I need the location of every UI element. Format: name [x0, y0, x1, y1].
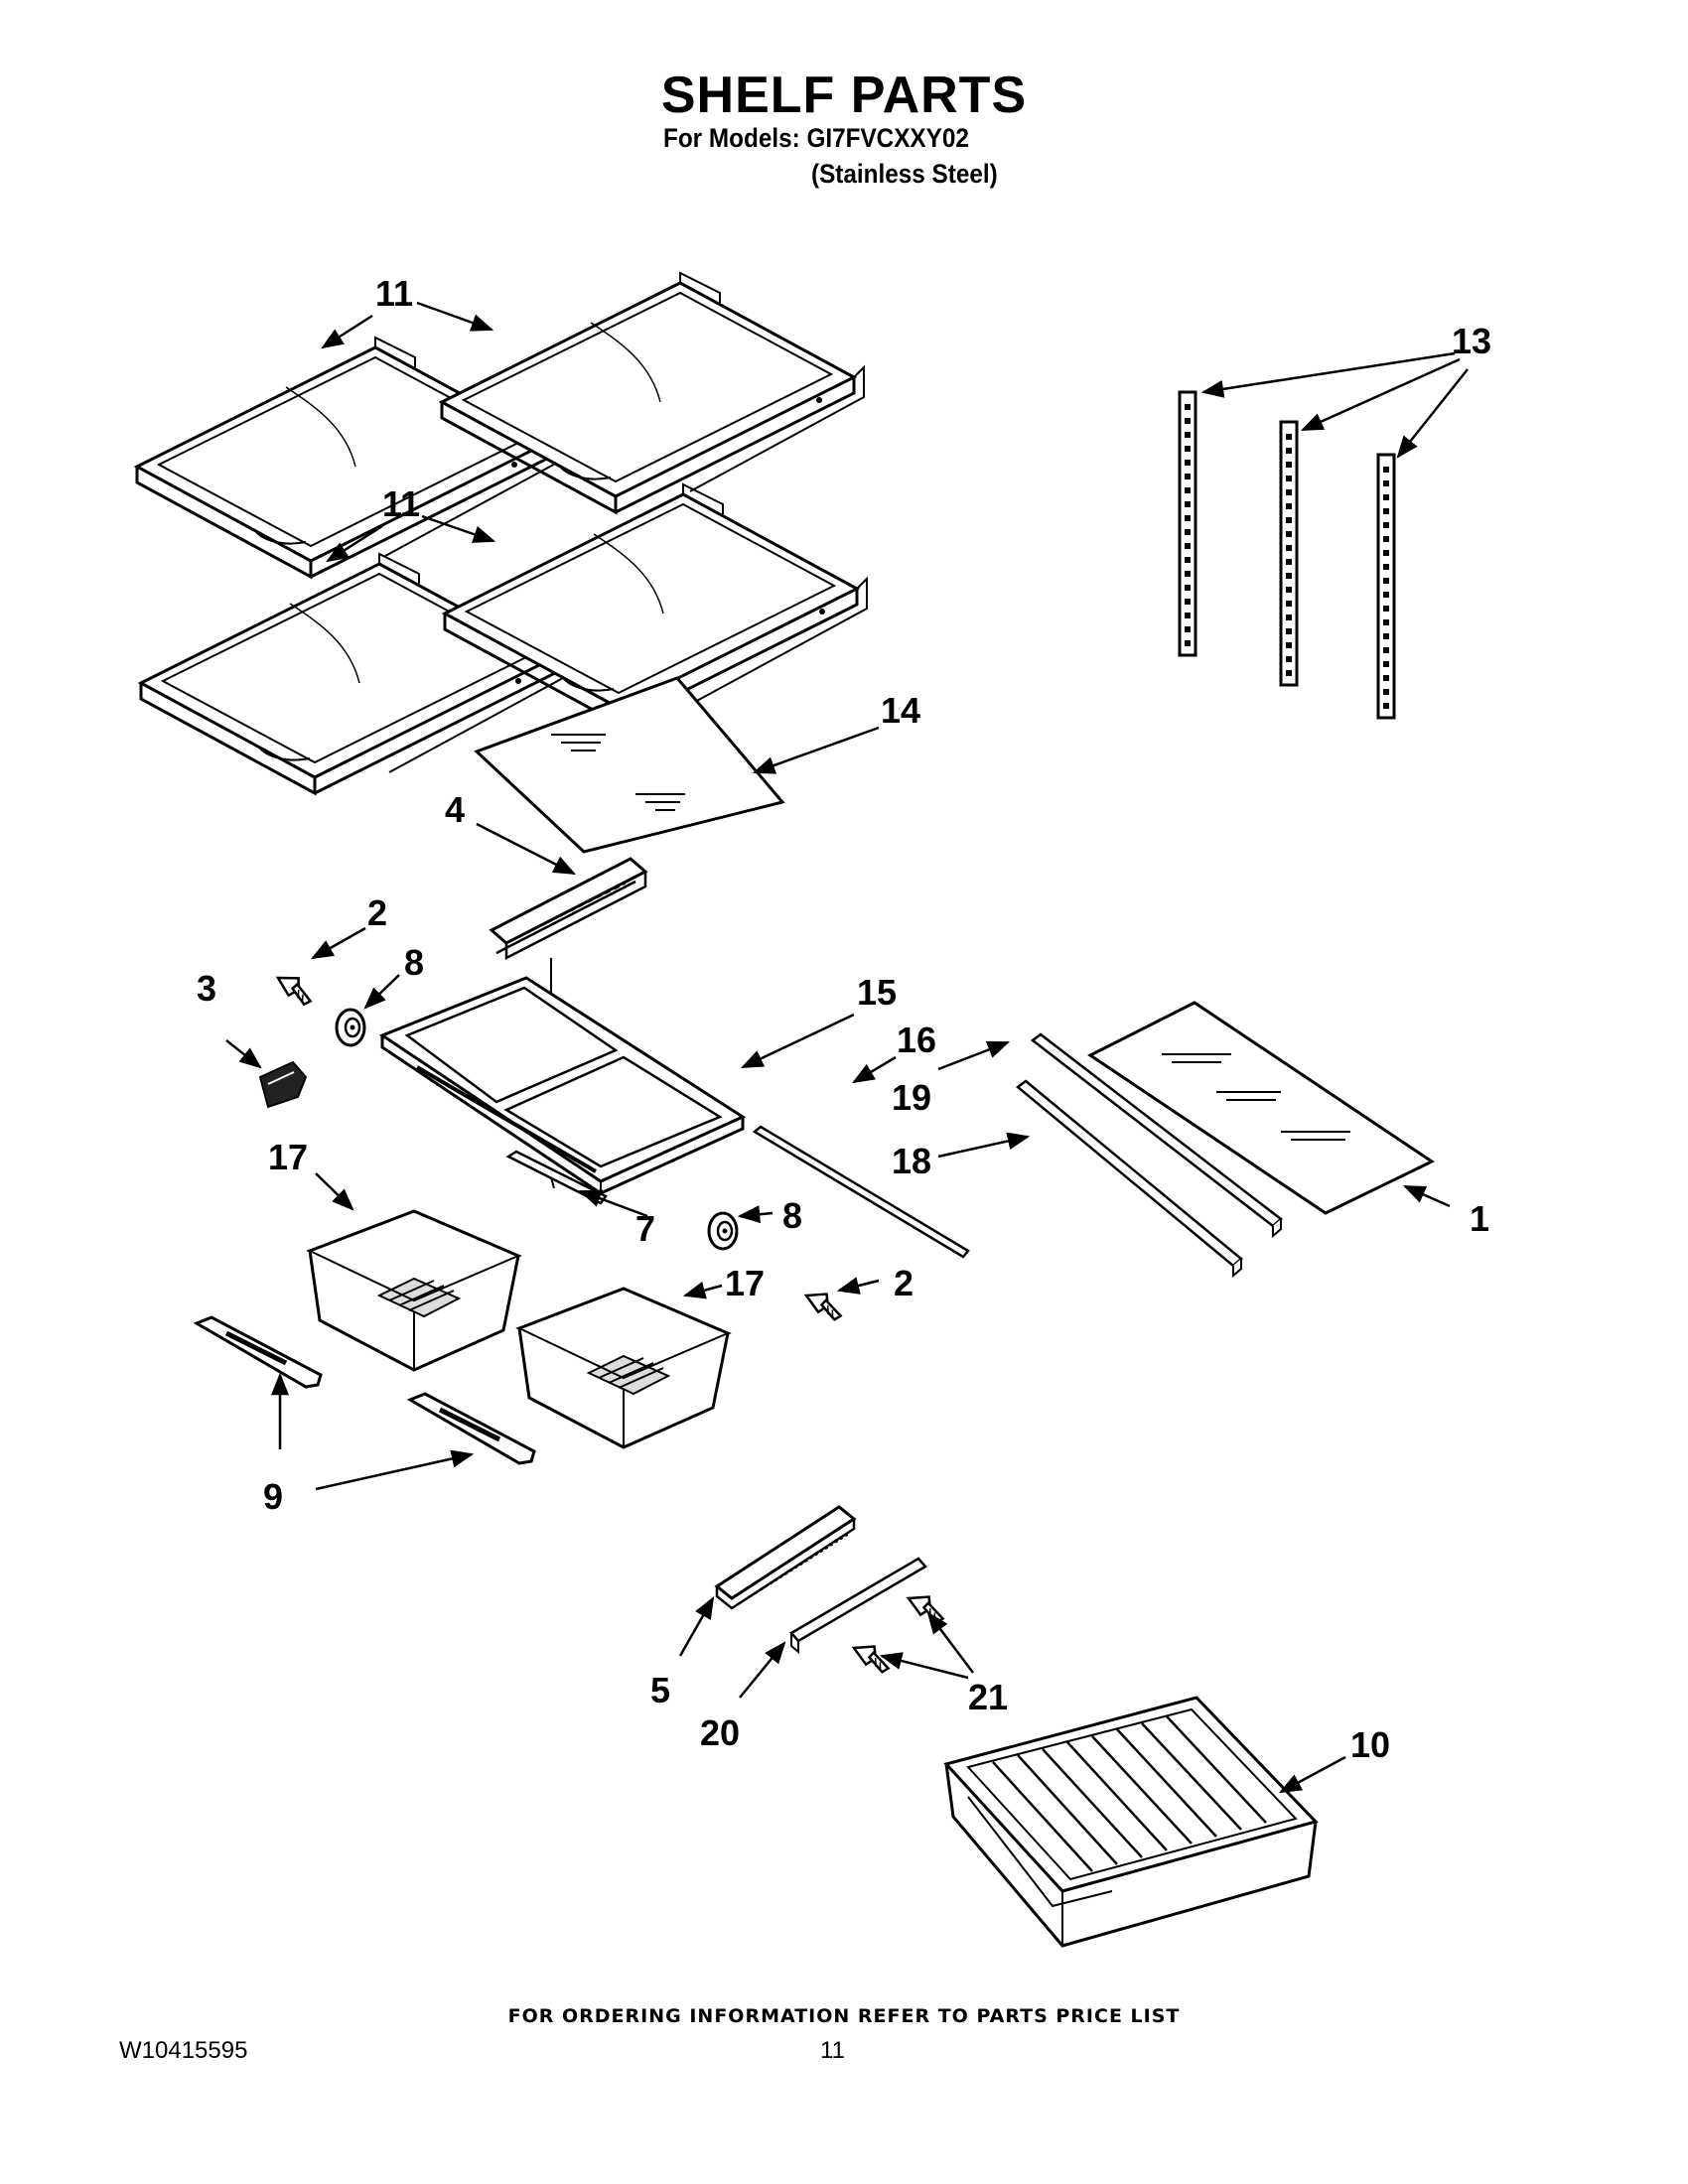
callout-5: 5 [650, 1670, 670, 1710]
glass-14 [474, 676, 785, 854]
track-20 [789, 1557, 927, 1655]
glass-1 [1087, 1001, 1436, 1215]
callout-18: 18 [892, 1141, 931, 1181]
bar-16 [752, 1125, 970, 1259]
callout-9: 9 [263, 1476, 283, 1517]
callout-1: 1 [1470, 1198, 1489, 1239]
callout-3: 3 [197, 968, 216, 1009]
rail-13-b [1279, 420, 1299, 687]
callout-17-a: 17 [268, 1137, 308, 1177]
callout-8-b: 8 [782, 1195, 802, 1236]
ordering-note: FOR ORDERING INFORMATION REFER TO PARTS … [507, 2005, 1181, 2027]
roller-8-a [335, 1008, 366, 1047]
bracket-4 [489, 857, 648, 961]
handle-9-b [410, 1394, 534, 1463]
callout-20: 20 [700, 1712, 740, 1753]
screw-2-b [800, 1285, 848, 1323]
trim-19 [1030, 1032, 1283, 1239]
callout-21: 21 [968, 1677, 1008, 1717]
rail-13-c [1376, 453, 1396, 720]
callout-19: 19 [892, 1077, 931, 1118]
models-line: For Models: GI7FVCXXY02 [663, 123, 969, 153]
rail-13-a [1178, 390, 1197, 657]
callout-11-b: 11 [382, 483, 420, 524]
callout-2-b: 2 [894, 1263, 914, 1303]
screw-21-a [903, 1587, 950, 1626]
callout-17-b: 17 [725, 1263, 765, 1303]
leader-lines [225, 301, 1469, 1794]
bin-17-b [517, 1287, 730, 1449]
callout-10: 10 [1350, 1724, 1390, 1765]
basket-10 [943, 1696, 1319, 1948]
track-5 [714, 1505, 857, 1610]
shelf-11-b [440, 271, 866, 514]
callout-8-a: 8 [404, 942, 424, 983]
handle-9-a [197, 1317, 321, 1387]
callout-15: 15 [857, 972, 897, 1013]
callout-13: 13 [1452, 321, 1491, 361]
callout-2-a: 2 [367, 892, 387, 933]
screw-2-a [271, 968, 319, 1008]
callout-11-a: 11 [375, 273, 413, 314]
trim-18 [1015, 1079, 1243, 1279]
variant-line: (Stainless Steel) [811, 159, 998, 189]
callout-7: 7 [635, 1208, 655, 1249]
roller-8-b [707, 1211, 739, 1251]
shelf-11-a [135, 336, 561, 579]
bin-17-a [308, 1209, 520, 1372]
clip-3 [258, 1060, 308, 1109]
callout-16: 16 [897, 1020, 936, 1060]
callout-4: 4 [445, 789, 465, 830]
page-number: 11 [820, 2037, 845, 2064]
page-title: SHELF PARTS [660, 67, 1028, 124]
document-number: W10415595 [119, 2037, 248, 2064]
crisper-frame-15 [378, 976, 747, 1195]
callout-14: 14 [881, 690, 920, 731]
